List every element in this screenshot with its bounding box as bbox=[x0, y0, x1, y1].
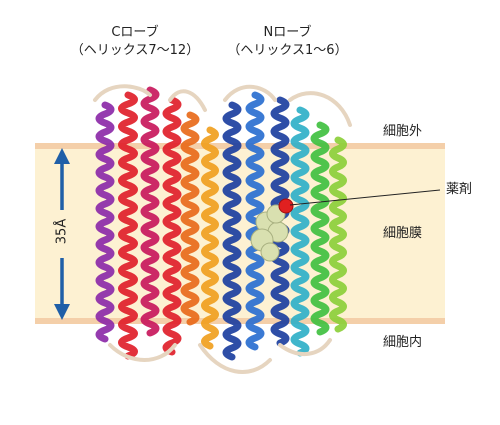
intracellular-label: 細胞内 bbox=[383, 335, 423, 350]
helix-ribbon bbox=[245, 91, 265, 351]
helix-ribbon bbox=[180, 111, 200, 326]
protein-helices bbox=[93, 84, 352, 374]
thickness-label: 35Å bbox=[54, 218, 70, 245]
drug-molecule bbox=[250, 198, 294, 262]
n-lobe-name: Nローブ bbox=[263, 25, 312, 40]
helix-ribbon bbox=[201, 126, 219, 350]
c-lobe-name: Cローブ bbox=[111, 25, 159, 40]
thickness-arrow bbox=[50, 148, 74, 320]
loop-segment bbox=[288, 91, 352, 127]
helix-ribbon bbox=[310, 121, 330, 336]
helix-ribbon bbox=[290, 106, 310, 357]
loop-segment bbox=[278, 338, 332, 356]
c-lobe-title: Cローブ （ヘリックス7～12） bbox=[60, 24, 210, 60]
drug-pointer-line bbox=[289, 189, 441, 206]
loop-segment bbox=[223, 84, 277, 102]
drug-label: 薬剤 bbox=[446, 182, 473, 197]
loop-segment bbox=[108, 343, 177, 362]
membrane-label: 細胞膜 bbox=[383, 226, 423, 241]
extracellular-label: 細胞外 bbox=[383, 124, 423, 139]
helix-ribbon bbox=[118, 91, 138, 360]
loop-segment bbox=[93, 84, 152, 102]
membrane-bottom-edge bbox=[35, 318, 445, 324]
c-lobe-helices: （ヘリックス7～12） bbox=[70, 43, 200, 58]
helix-ribbon bbox=[222, 101, 242, 361]
loop-segment bbox=[168, 89, 207, 112]
helix-ribbon bbox=[140, 86, 160, 337]
loop-segment bbox=[198, 343, 272, 374]
helix-ribbon bbox=[162, 96, 182, 356]
helix-ribbon bbox=[329, 136, 347, 333]
n-lobe-title: Nローブ （ヘリックス1～6） bbox=[215, 24, 360, 60]
n-lobe-helices: （ヘリックス1～6） bbox=[227, 43, 348, 58]
helix-ribbon bbox=[95, 101, 115, 343]
